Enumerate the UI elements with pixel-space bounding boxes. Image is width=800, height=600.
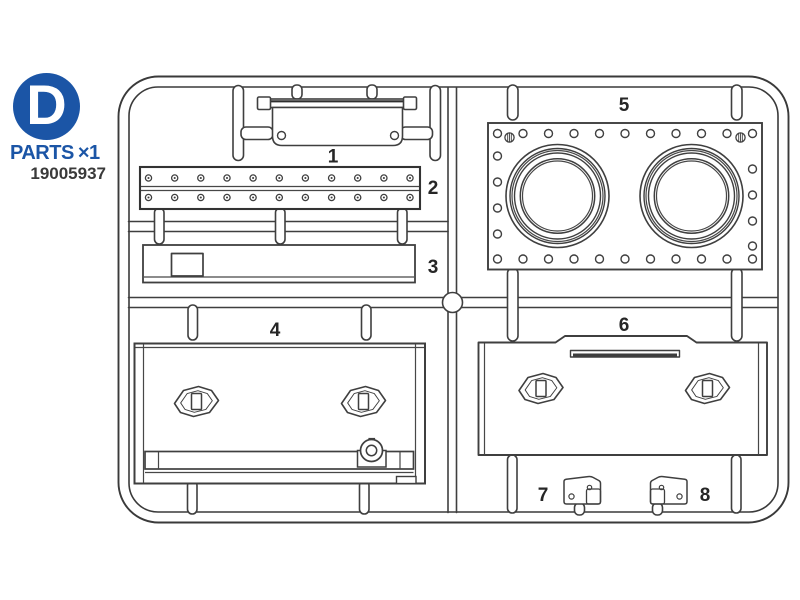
part-7-label: 7 — [538, 485, 549, 506]
parts-label-line: PARTS ×1 — [10, 142, 106, 165]
part-number-labels: 1 2 3 4 5 6 7 8 — [270, 95, 711, 506]
round-cap — [356, 437, 387, 468]
runner-bars — [127, 86, 779, 514]
parts-logo-block: D PARTS ×1 19005937 — [10, 73, 106, 184]
part-7-bracket — [563, 475, 602, 505]
part-1-label: 1 — [328, 147, 339, 168]
part-2-riveted-strip — [138, 165, 422, 211]
part-5-turret-plate — [487, 122, 763, 271]
part-3-label: 3 — [428, 257, 439, 278]
parts-multiplier: ×1 — [77, 142, 100, 164]
corner-notch — [395, 475, 417, 485]
part-8-bracket — [649, 475, 688, 505]
part-3-long-strip — [142, 244, 416, 284]
ring-opening-right — [639, 143, 744, 249]
part-6-label: 6 — [619, 315, 630, 336]
part-4-hull-panel — [133, 342, 426, 485]
runner-node — [441, 291, 464, 314]
letter-d-badge: D — [13, 73, 80, 140]
sprue-letter: D — [26, 72, 67, 136]
parts-label: PARTS — [10, 142, 74, 164]
part-4-label: 4 — [270, 320, 281, 341]
item-number: 19005937 — [30, 164, 106, 183]
sprue-frame — [117, 75, 790, 524]
part-8-label: 8 — [700, 485, 711, 506]
sprue-gates — [153, 84, 743, 516]
part-2-label: 2 — [428, 178, 439, 199]
lower-rail — [144, 450, 415, 474]
vision-slot — [569, 349, 681, 358]
part-1-hinge-plate — [256, 96, 418, 147]
ring-opening-left — [505, 143, 610, 249]
part-5-label: 5 — [619, 95, 630, 116]
part-6-deck-panel — [477, 335, 768, 456]
